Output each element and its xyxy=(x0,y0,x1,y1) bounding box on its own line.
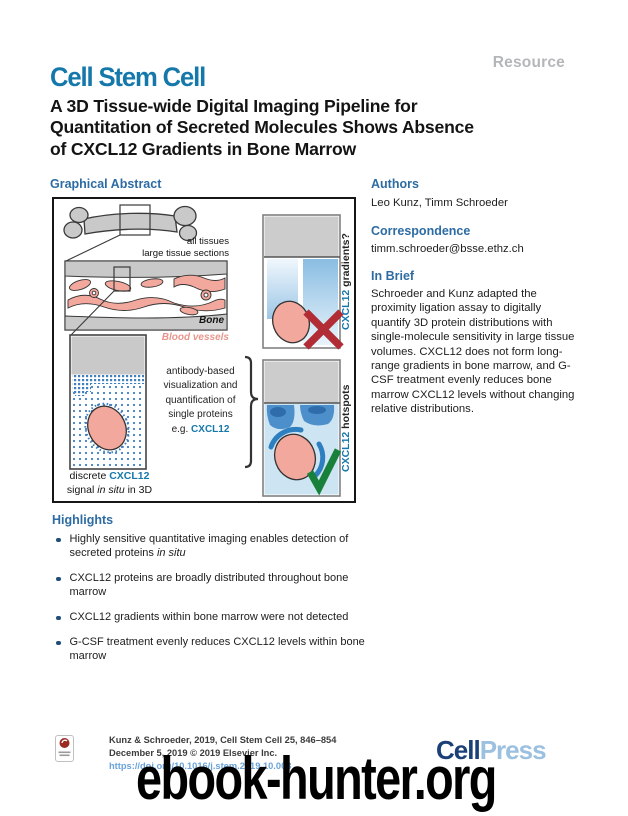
caption-cxcl12: CXCL12 xyxy=(109,470,150,482)
section-label: Resource xyxy=(492,54,565,71)
highlight-item-4: G-CSF treatment evenly reduces CXCL12 le… xyxy=(53,636,368,664)
page-title: A 3D Tissue-wide Digital Imaging Pipelin… xyxy=(50,96,580,160)
caption-line-2: signal in situ in 3D xyxy=(57,484,162,498)
vlabel-bottom-cxcl12: CXCL12 xyxy=(340,431,352,472)
gradient-question-panel xyxy=(262,214,344,350)
middle-line-2: visualization and xyxy=(163,380,238,392)
title-line-3: of CXCL12 Gradients in Bone Marrow xyxy=(50,138,357,159)
discrete-signal-panel xyxy=(69,334,147,470)
zoom-line-2 xyxy=(70,290,115,336)
title-line-1: A 3D Tissue-wide Digital Imaging Pipelin… xyxy=(50,96,418,116)
green-check-icon xyxy=(306,448,342,496)
middle-line-5: e.g. CXCL12 xyxy=(148,423,253,437)
middle-cxcl12: CXCL12 xyxy=(191,423,230,435)
vlabel-bottom-rest: hotspots xyxy=(340,384,352,432)
highlights-list: Highly sensitive quantitative imaging en… xyxy=(53,533,368,676)
highlights-heading: Highlights xyxy=(52,513,114,527)
citation-line-1: Kunz & Schroeder, 2019, Cell Stem Cell 2… xyxy=(109,735,337,745)
caption-line-1: discrete CXCL12 xyxy=(57,470,162,484)
highlight-1-pre: Highly sensitive quantitative imaging en… xyxy=(69,533,349,559)
graphical-abstract-illustration xyxy=(63,204,344,497)
correspondence-heading: Correspondence xyxy=(371,224,471,238)
in-brief-text: Schroeder and Kunz adapted the proximity… xyxy=(371,288,575,416)
label-bone: Bone xyxy=(199,315,224,326)
highlight-text-1: Highly sensitive quantitative imaging en… xyxy=(70,533,369,561)
tissue-zoom-rect xyxy=(113,266,131,292)
author-names: Leo Kunz, Timm Schroeder xyxy=(371,197,508,209)
tissue-section-illustration xyxy=(64,260,228,331)
red-x-icon xyxy=(303,309,344,350)
vertical-label-hotspots: CXCL12 hotspots xyxy=(340,360,356,496)
middle-line-4: single proteins xyxy=(168,409,233,421)
in-brief-heading: In Brief xyxy=(371,269,415,283)
citation-block: Kunz & Schroeder, 2019, Cell Stem Cell 2… xyxy=(109,734,336,774)
doi-link[interactable]: https://doi.org/10.1016/j.stem.2019.10.0… xyxy=(109,761,292,772)
bullet-dot xyxy=(56,640,61,646)
caption-discrete: discrete xyxy=(69,470,110,482)
vessel-ellipse xyxy=(87,405,127,451)
middle-line-1: antibody-based xyxy=(166,366,235,377)
bone-icon xyxy=(63,205,198,242)
panel-caption: discrete CXCL12 signal in situ in 3D xyxy=(57,470,162,497)
label-large-tissue-sections: large tissue sections xyxy=(142,248,229,259)
vlabel-top-rest: gradients? xyxy=(340,233,352,290)
caption-signal: signal xyxy=(66,483,98,496)
highlight-item-3: CXCL12 gradients within bone marrow were… xyxy=(53,611,368,625)
caption-in3d: in 3D xyxy=(124,483,153,496)
middle-line-3: quantification of xyxy=(165,394,236,406)
vertical-label-gradients: CXCL12 gradients? xyxy=(340,215,356,348)
blood-vessel-shapes xyxy=(67,274,226,316)
bone-zoom-rect xyxy=(119,204,151,236)
bullet-dot xyxy=(56,615,61,621)
label-blood-vessels: Blood vessels xyxy=(161,332,229,343)
correspondence-email-link[interactable]: timm.schroeder@bsse.ethz.ch xyxy=(371,243,524,255)
bullet-dot xyxy=(56,537,61,542)
check-for-updates-badge-icon[interactable] xyxy=(55,735,74,762)
graphical-abstract-panel: all tissues large tissue sections Bone B… xyxy=(52,197,356,503)
middle-eg: e.g. xyxy=(171,423,192,435)
label-all-tissues: all tissues xyxy=(186,236,229,247)
citation-line-2: December 5, 2019 © 2019 Elsevier Inc. xyxy=(109,748,278,759)
caption-insitu: in situ xyxy=(97,483,125,496)
highlight-item-1: Highly sensitive quantitative imaging en… xyxy=(53,533,368,561)
bullet-dot xyxy=(56,576,61,582)
highlight-text-2: CXCL12 proteins are broadly distributed … xyxy=(69,572,349,598)
title-line-2: Quantitation of Secreted Molecules Shows… xyxy=(50,117,474,138)
vlabel-top-cxcl12: CXCL12 xyxy=(340,289,352,330)
zoom-line-1 xyxy=(65,234,121,262)
authors-heading: Authors xyxy=(371,177,419,191)
journal-logo: Cell Stem Cell xyxy=(50,62,206,92)
cellpress-logo-press: Press xyxy=(479,735,547,765)
highlight-text-4: G-CSF treatment evenly reduces CXCL12 le… xyxy=(69,636,365,663)
graphical-abstract-heading: Graphical Abstract xyxy=(50,177,162,191)
highlight-text-3: CXCL12 gradients within bone marrow were… xyxy=(69,611,349,624)
watermark-text: ebook-hunter.org xyxy=(136,745,497,812)
highlight-1-italic: in situ xyxy=(156,546,186,559)
highlight-item-2: CXCL12 proteins are broadly distributed … xyxy=(53,572,368,600)
hotspot-panel xyxy=(262,359,342,497)
cellpress-logo-cell: Cell xyxy=(436,735,481,765)
cellpress-logo: CellPress xyxy=(436,735,547,766)
curly-brace xyxy=(244,355,259,469)
middle-annotation: antibody-based visualization and quantif… xyxy=(148,365,253,437)
